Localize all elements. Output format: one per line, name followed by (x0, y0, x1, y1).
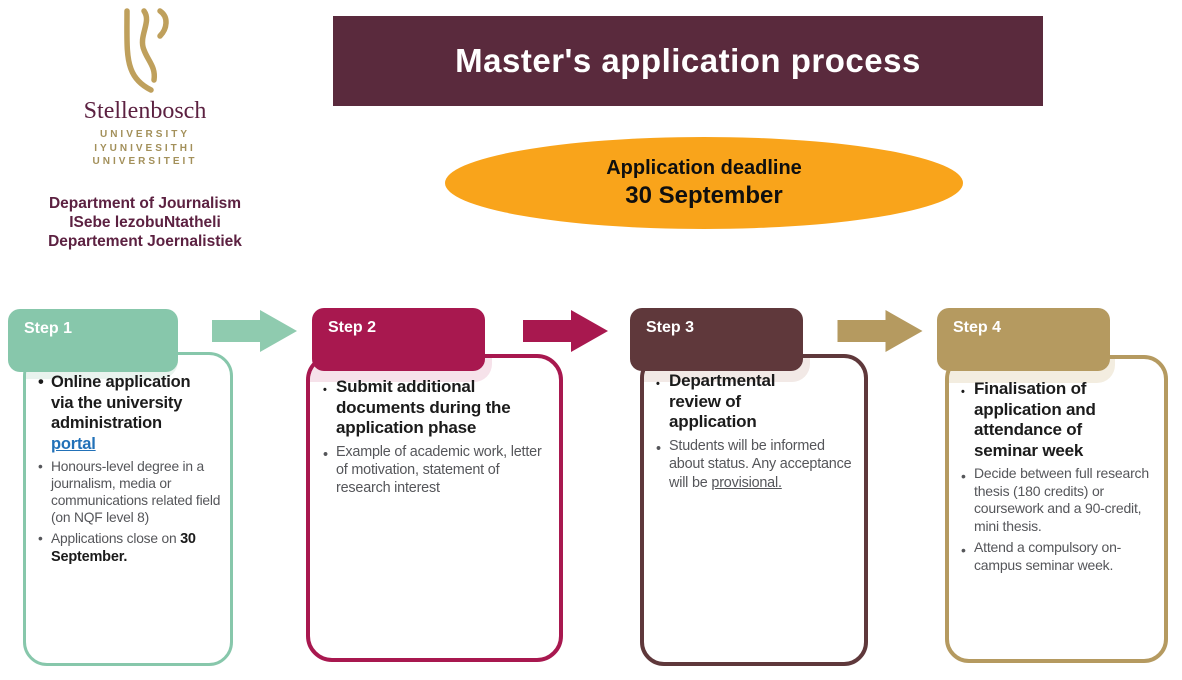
step-4-card: Finalisation of application and attendan… (945, 355, 1168, 663)
page-title: Master's application process (455, 42, 921, 79)
department-name-block: Department of Journalism ISebe lezobuNta… (18, 194, 272, 251)
bullet-icon (961, 539, 974, 574)
step-3-heading: Departmental review of application (669, 371, 776, 431)
step-2-tab: Step 2 (312, 308, 485, 371)
bullet-icon (38, 458, 51, 526)
bullet-icon (323, 443, 336, 497)
arrow-right-icon (212, 310, 297, 357)
provisional-underlined: provisional. (711, 474, 782, 491)
university-logo-block: Stellenbosch UNIVERSITY IYUNIVESITHI UNI… (18, 6, 272, 251)
step-2-card: Submit additional documents during the a… (306, 354, 563, 662)
university-name: Stellenbosch (83, 98, 207, 124)
step-4-bullet-thesis: Decide between full research thesis (180… (974, 465, 1149, 534)
university-sublines: UNIVERSITY IYUNIVESITHI UNIVERSITEIT (18, 128, 272, 169)
bullet-icon (656, 437, 669, 493)
bullet-icon (38, 372, 51, 454)
step-2-heading: Submit additional documents during the a… (336, 377, 511, 437)
deadline-date-bold: 30 September. (51, 531, 196, 565)
bullet-icon (961, 379, 974, 461)
step-1-card: Online application via the university ad… (23, 352, 233, 666)
step-1-bullet-degree: Honours-level degree in a journalism, me… (51, 459, 221, 525)
bullet-icon (961, 465, 974, 535)
step-3-card: Departmental review of application Stude… (640, 354, 868, 666)
department-line-xh: ISebe lezobuNtatheli (69, 213, 221, 231)
step-3-bullet-status: Students will be informed about status. … (669, 437, 852, 491)
step-1-bullet-deadline: Applications close on 30 September. (51, 531, 196, 565)
step-3-tab: Step 3 (630, 308, 803, 371)
title-banner: Master's application process (333, 16, 1043, 106)
step-4-tab: Step 4 (937, 308, 1110, 371)
bullet-icon (323, 377, 336, 439)
bullet-icon (38, 530, 51, 566)
portal-link[interactable]: portal (51, 434, 96, 453)
step-4-bullet-seminar: Attend a compulsory on-campus seminar we… (974, 539, 1122, 573)
step-1-heading: Online application via the university ad… (51, 373, 191, 453)
deadline-label: Application deadline (606, 156, 802, 179)
university-logo-icon (124, 8, 169, 93)
university-line-xh: IYUNIVESITHI (94, 142, 196, 154)
arrow-right-icon (837, 310, 923, 357)
bullet-icon (656, 371, 669, 433)
department-line-af: Departement Joernalistiek (48, 232, 242, 250)
university-line-en: UNIVERSITY (99, 129, 190, 140)
deadline-ellipse: Application deadline 30 September (445, 137, 963, 229)
step-1-tab: Step 1 (8, 309, 178, 372)
step-2-bullet-documents: Example of academic work, letter of moti… (336, 443, 542, 496)
step-4-heading: Finalisation of application and attendan… (974, 379, 1096, 460)
arrow-right-icon (523, 310, 608, 357)
university-line-af: UNIVERSITEIT (92, 156, 198, 167)
department-line-en: Department of Journalism (48, 194, 242, 212)
deadline-date: 30 September (625, 181, 783, 209)
